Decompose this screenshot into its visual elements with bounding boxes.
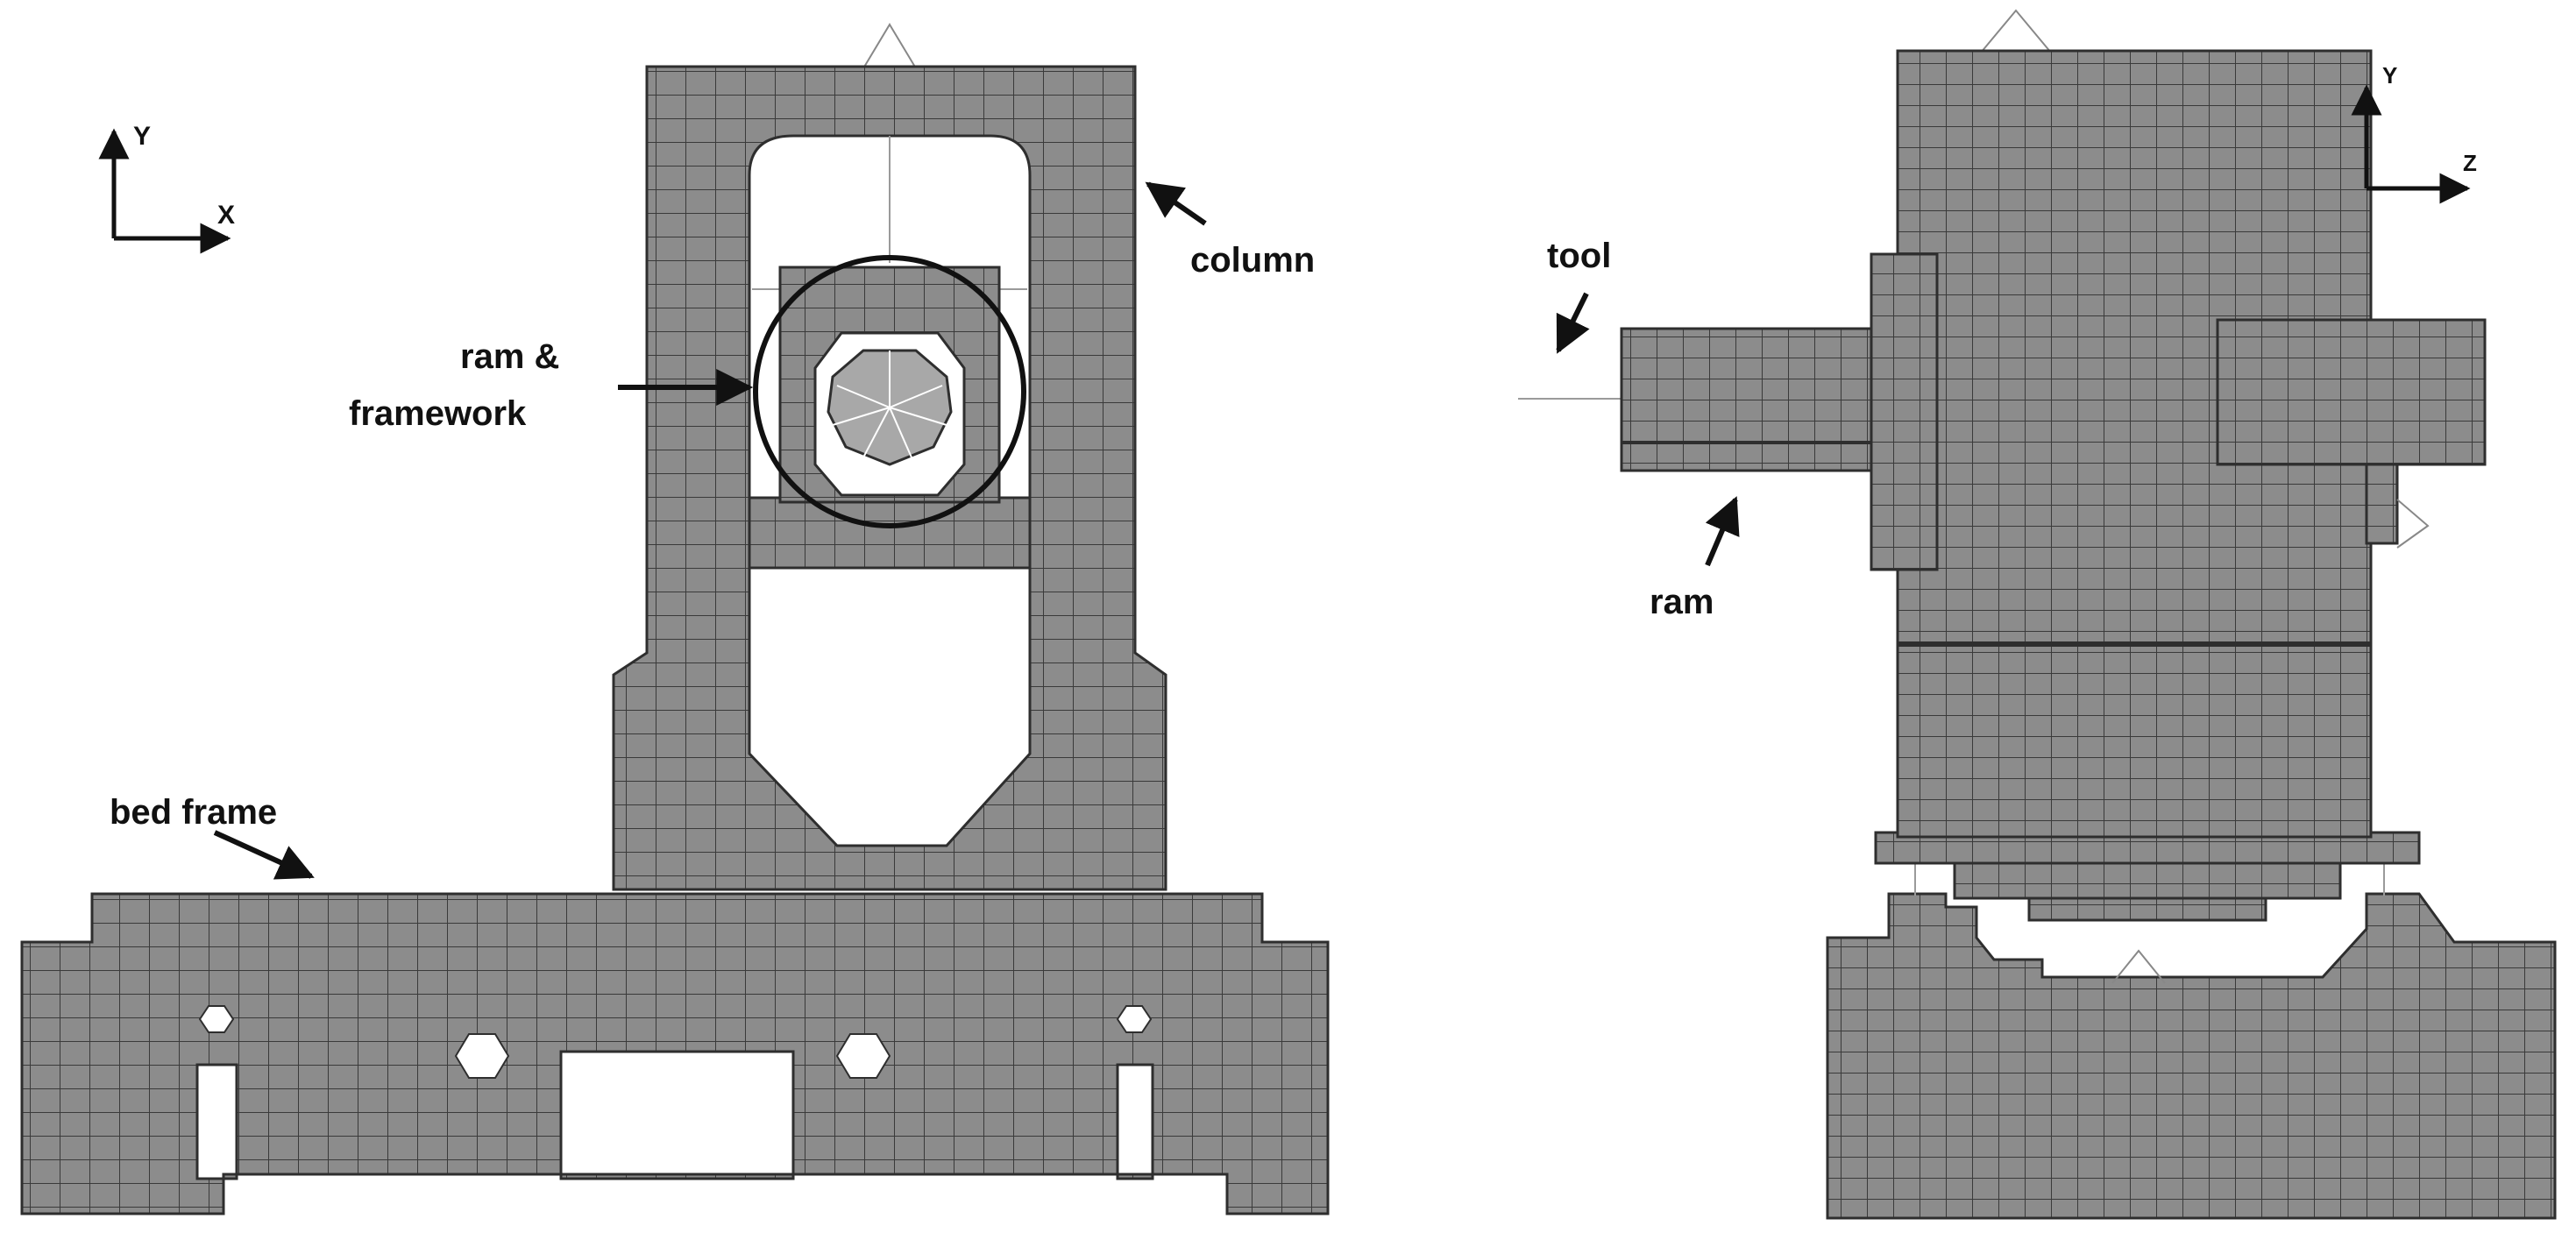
column-frame [612,65,1167,891]
ram [1620,327,1873,472]
leader-tool [1556,292,1590,354]
bed-frame [20,892,1330,1215]
label-tool: tool [1547,237,1611,275]
bed-hole [1116,1005,1153,1033]
bed-hole [198,1005,235,1033]
label-bed-frame: bed frame [110,793,277,832]
axis-triad-xy [98,128,231,254]
axis-label-y-left: Y [133,122,151,151]
right-support [2396,499,2430,549]
label-ram-framework-1: ram & [460,337,559,376]
base-support [2111,949,2166,984]
leader-bed-frame [213,830,315,880]
leader-ram [1705,496,1740,567]
ram-guide-block [1870,252,1939,571]
ram-cross-beam [748,496,1032,570]
label-column: column [1190,241,1315,280]
ram-framework-assembly [748,136,1032,570]
ram-framework-highlight-circle [753,255,1026,528]
right-top-support [1980,9,2052,53]
leader-column [1145,181,1207,226]
right-base [1826,892,2557,1220]
right-view: Y Z tool ram [1518,9,2557,1220]
column-step-2 [1953,861,2342,900]
label-ram-framework-2: framework [349,394,527,433]
right-side-block-2 [2365,463,2399,545]
axis-label-y-right: Y [2382,62,2397,89]
axis-triad-zy [2351,84,2471,204]
left-view: Y X column ram & framework bed frame [20,23,1330,1215]
bed-hole [454,1033,510,1079]
label-ram: ram [1650,583,1714,621]
axis-label-z: Z [2463,150,2477,176]
column-step-3 [2027,896,2267,922]
axis-label-x: X [217,201,235,230]
bed-hole [835,1033,891,1079]
column-top-support [862,23,917,69]
ram-section-spokes [832,351,947,458]
right-side-block [2216,318,2487,466]
